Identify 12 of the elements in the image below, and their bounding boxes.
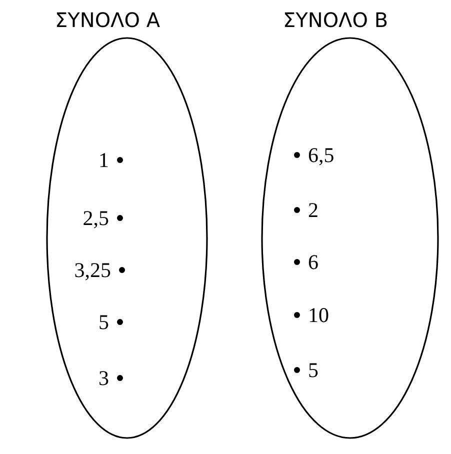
set-element: 2 [308,198,318,222]
set-title: ΣΥΝΟΛΟ Α [55,8,160,32]
set-element: 3 [98,366,109,390]
set-element: 6,5 [308,142,334,168]
set-element: 3,25 [74,258,111,282]
set-element: 10 [308,302,329,328]
set-element: 5 [98,310,109,334]
set-element: 1 [98,148,109,172]
set-element: 2,5 [82,206,109,230]
set-title: ΣΥΝΟΛΟ Β [283,8,388,32]
set-element: 5 [308,358,318,382]
set-element: 6 [308,250,318,274]
